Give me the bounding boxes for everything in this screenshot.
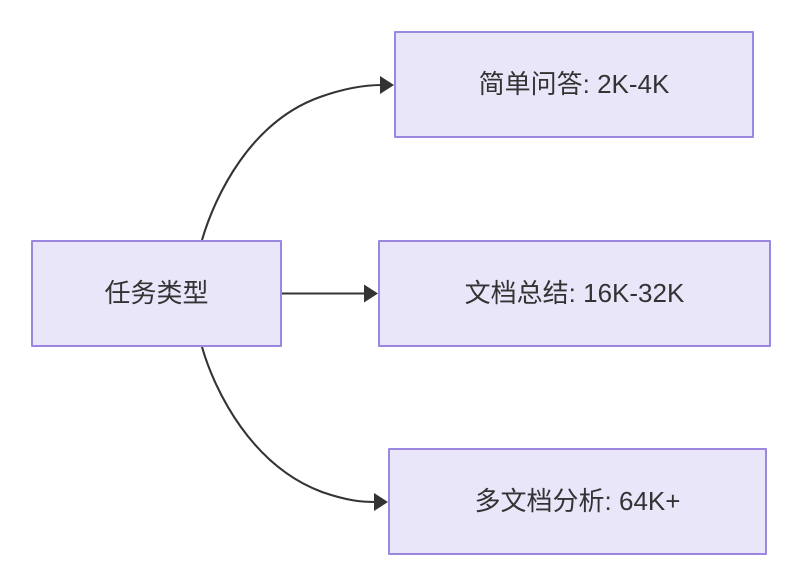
node-doc-summary[interactable]: 文档总结: 16K-32K (378, 240, 771, 347)
edge-root-to-multi-doc (200, 346, 377, 504)
node-label-doc-summary: 文档总结: 16K-32K (464, 277, 685, 308)
arrow-icon-doc-summary (364, 284, 378, 303)
node-simple-qa[interactable]: 简单问答: 2K-4K (394, 31, 754, 138)
node-label-simple-qa: 简单问答: 2K-4K (478, 68, 670, 99)
arrow-icon-multi-doc (374, 493, 388, 511)
node-label-task-type: 任务类型 (104, 277, 209, 308)
edge-root-to-simple-qa (200, 83, 383, 241)
node-task-type[interactable]: 任务类型 (31, 240, 282, 347)
node-multi-doc[interactable]: 多文档分析: 64K+ (388, 448, 767, 555)
node-label-multi-doc: 多文档分析: 64K+ (474, 485, 681, 516)
arrow-icon-simple-qa (380, 76, 394, 94)
